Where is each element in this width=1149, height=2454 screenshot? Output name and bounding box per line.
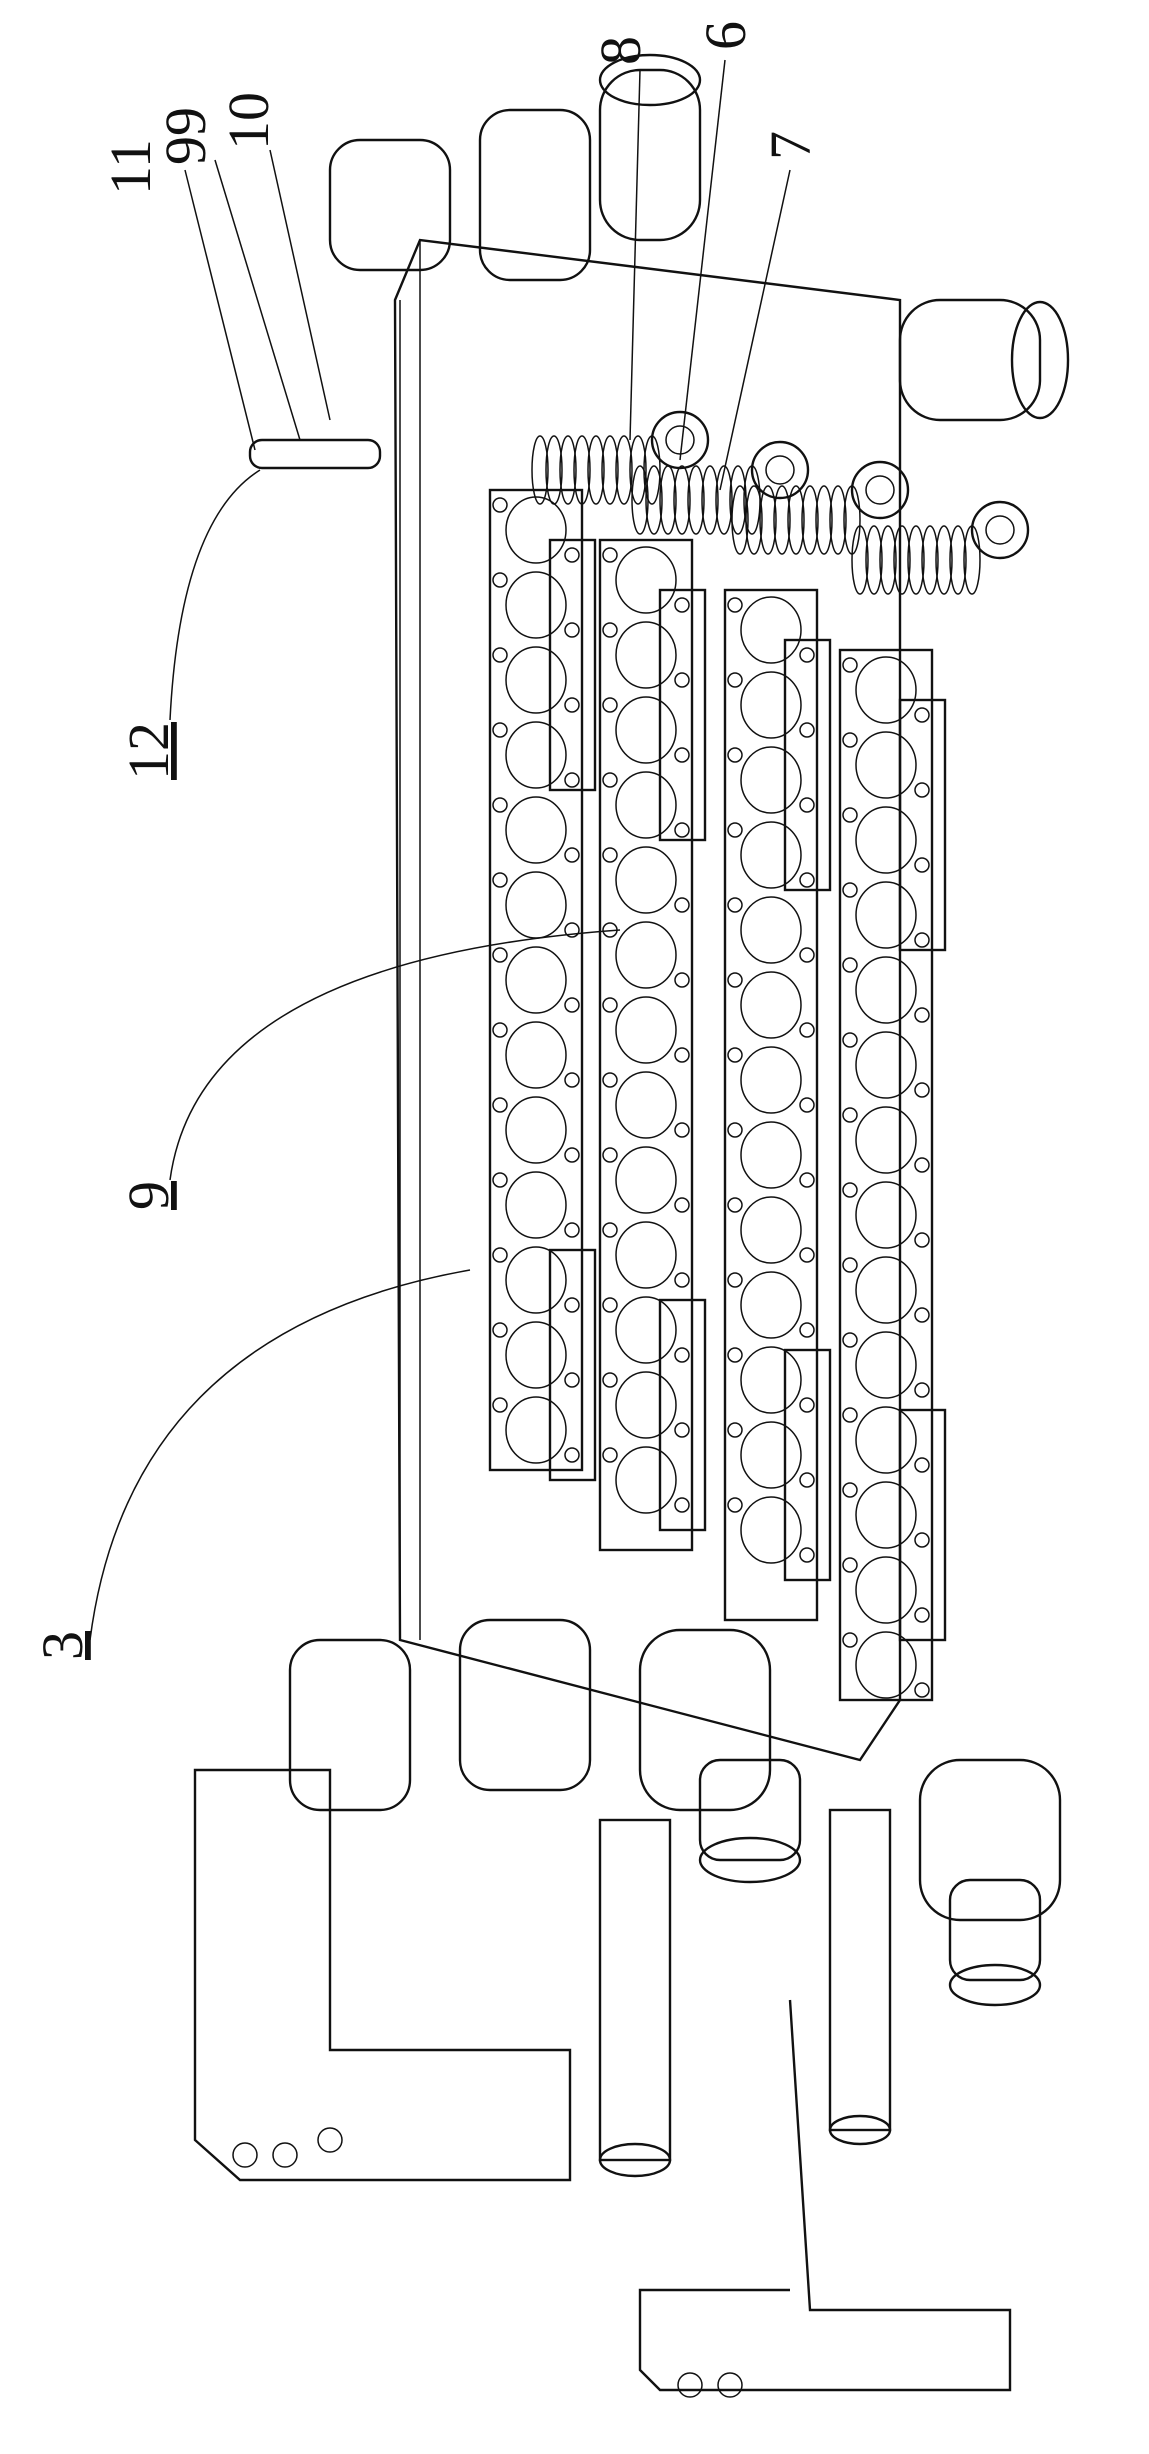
- cavity: [741, 972, 801, 1038]
- cavity: [506, 1322, 566, 1388]
- cavity: [616, 772, 676, 838]
- label-8: 8: [588, 36, 653, 65]
- cavity: [856, 1182, 916, 1248]
- cavity: [616, 547, 676, 613]
- cavity: [856, 1032, 916, 1098]
- cavity: [741, 1422, 801, 1488]
- cavity: [741, 747, 801, 813]
- frame-edge: [400, 240, 420, 1640]
- cavity: [856, 1632, 916, 1698]
- cavity: [856, 732, 916, 798]
- carrier-strip: [490, 490, 595, 1480]
- cavity: [741, 1197, 801, 1263]
- cavity: [741, 597, 801, 663]
- label-7: 7: [758, 131, 823, 160]
- cavity: [856, 1407, 916, 1473]
- l-brackets: [195, 1770, 1010, 2397]
- spring-assemblies: [532, 412, 1028, 594]
- cavity: [856, 1482, 916, 1548]
- label-10: 10: [216, 92, 281, 150]
- cavity: [856, 657, 916, 723]
- cavity: [741, 1122, 801, 1188]
- carrier-strip: [725, 590, 830, 1620]
- cavity: [506, 1097, 566, 1163]
- cavity: [616, 1072, 676, 1138]
- cavity: [856, 1257, 916, 1323]
- cavity: [506, 1022, 566, 1088]
- cavity: [616, 922, 676, 988]
- main-frame: [395, 240, 900, 1760]
- cavity: [506, 872, 566, 938]
- carrier-strip: [600, 540, 705, 1550]
- cavity: [616, 847, 676, 913]
- cavity: [741, 1497, 801, 1563]
- carrier-strip: [840, 650, 945, 1700]
- cavity: [616, 697, 676, 763]
- label-12: 12: [116, 722, 181, 780]
- label-6: 6: [693, 21, 758, 50]
- top-motors: [330, 55, 1068, 420]
- cavity: [856, 1557, 916, 1623]
- cavity: [616, 997, 676, 1063]
- shaft: [250, 440, 380, 468]
- cavity: [506, 947, 566, 1013]
- spring: [852, 502, 1028, 594]
- cavity: [741, 897, 801, 963]
- cavity: [741, 672, 801, 738]
- cavity: [506, 572, 566, 638]
- cavity: [616, 1297, 676, 1363]
- cavity: [856, 1107, 916, 1173]
- cavity: [616, 1147, 676, 1213]
- cavity: [856, 807, 916, 873]
- carrier-strips: [490, 490, 945, 1700]
- cavity: [506, 497, 566, 563]
- cavity: [741, 822, 801, 888]
- cavity: [506, 797, 566, 863]
- label-3: 3: [30, 1631, 95, 1660]
- cavity: [741, 1347, 801, 1413]
- cavity: [616, 1372, 676, 1438]
- cavity: [856, 957, 916, 1023]
- cavity: [506, 1172, 566, 1238]
- cavity: [616, 1447, 676, 1513]
- label-9: 9: [116, 1181, 181, 1210]
- cavity: [506, 1397, 566, 1463]
- leader-lines: [90, 60, 790, 1640]
- cavity: [741, 1047, 801, 1113]
- cavity: [856, 882, 916, 948]
- cavity: [616, 1222, 676, 1288]
- cavity: [506, 722, 566, 788]
- cavity: [856, 1332, 916, 1398]
- label-99: 99: [153, 107, 218, 165]
- cavity: [741, 1272, 801, 1338]
- bottom-pipes: [290, 1620, 1060, 2176]
- cavity: [506, 1247, 566, 1313]
- cavity: [616, 622, 676, 688]
- cavity: [506, 647, 566, 713]
